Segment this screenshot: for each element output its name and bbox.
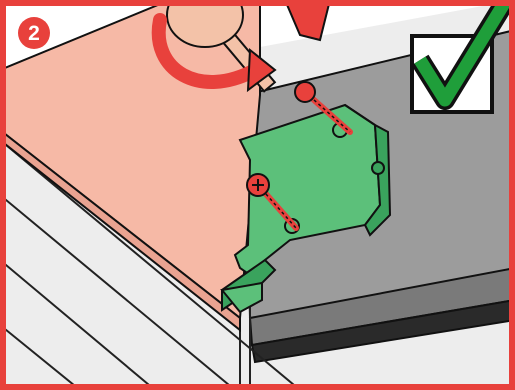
step-number-badge: 2 [18, 17, 50, 49]
